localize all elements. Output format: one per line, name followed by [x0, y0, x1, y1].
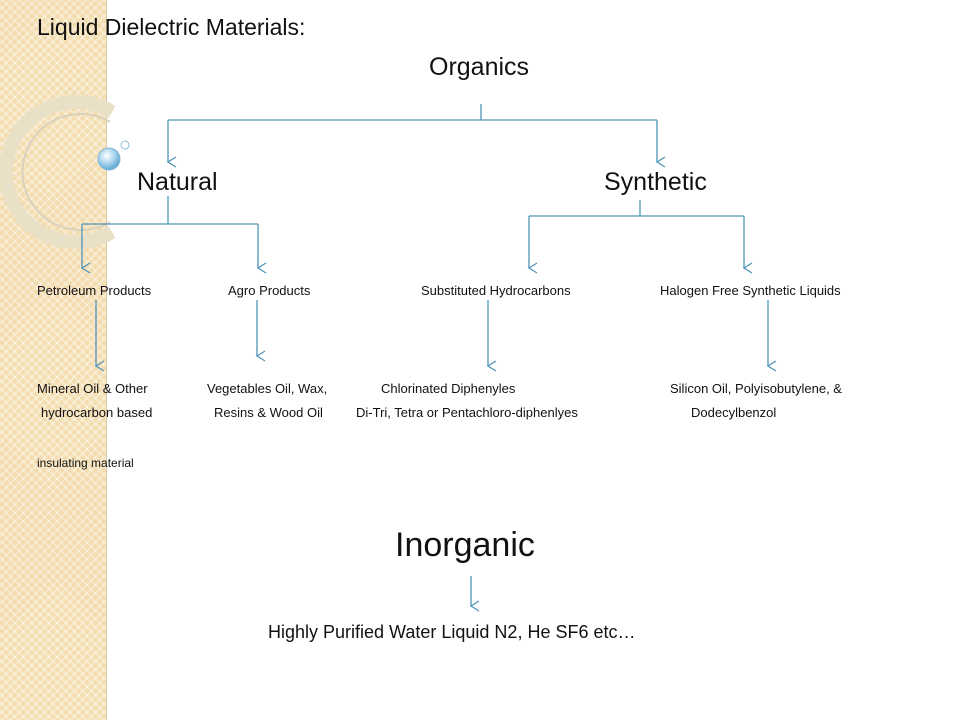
decorative-ring — [0, 95, 116, 249]
decorative-bubble-large — [97, 147, 121, 171]
petroleum-example-line-1: Mineral Oil & Other — [37, 381, 148, 396]
decorative-bubble-small — [120, 140, 130, 150]
node-natural: Natural — [137, 168, 218, 196]
agro-example-line-1: Vegetables Oil, Wax, — [207, 381, 328, 396]
halogen-free-example-line-2: Dodecylbenzol — [691, 405, 777, 420]
inorganic-examples: Highly Purified Water Liquid N2, He SF6 … — [268, 622, 636, 642]
agro-example-line-2: Resins & Wood Oil — [214, 405, 323, 420]
node-halogen-free-liquids: Halogen Free Synthetic Liquids — [660, 283, 841, 298]
node-substituted-hydrocarbons: Substituted Hydrocarbons — [421, 283, 571, 298]
decorative-ring-inner — [21, 113, 111, 231]
node-inorganic: Inorganic — [395, 526, 535, 564]
decorative-circles — [0, 95, 130, 249]
node-synthetic: Synthetic — [604, 168, 707, 196]
slide-title: Liquid Dielectric Materials: — [37, 14, 306, 40]
petroleum-example-line-2: hydrocarbon based — [41, 405, 153, 420]
sidebar-edge — [106, 0, 107, 720]
node-petroleum-products: Petroleum Products — [37, 283, 152, 298]
node-agro-products: Agro Products — [228, 283, 311, 298]
substituted-example-line-2: Di-Tri, Tetra or Pentachloro-diphenlyes — [356, 405, 578, 420]
node-organics: Organics — [429, 53, 530, 81]
petroleum-example-line-3: insulating material — [37, 456, 134, 470]
halogen-free-example-line-1: Silicon Oil, Polyisobutylene, & — [670, 381, 842, 396]
substituted-example-line-1: Chlorinated Diphenyles — [381, 381, 516, 396]
